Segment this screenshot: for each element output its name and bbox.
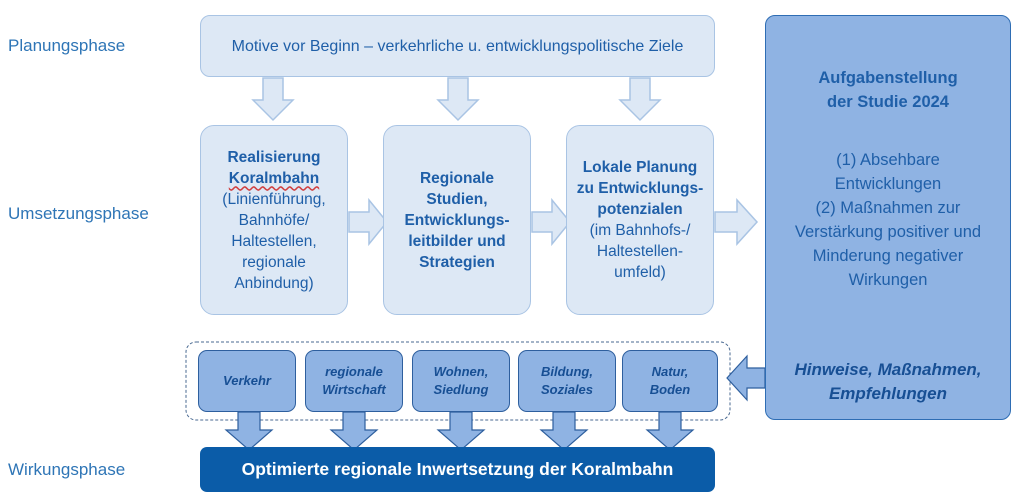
- step-local-planning: Lokale Planung zu Entwicklungs-potenzial…: [566, 125, 714, 315]
- field-verkehr: Verkehr: [198, 350, 296, 412]
- step-title: Lokale Planung zu Entwicklungs-potenzial…: [576, 159, 704, 218]
- down-arrow: [224, 411, 274, 451]
- field-label: Wohnen, Siedlung: [433, 364, 489, 397]
- down-arrow: [618, 77, 662, 122]
- study-item-2: (2) Maßnahmen zur Verstärkung positiver …: [794, 199, 982, 289]
- study-footer: Hinweise, Maßnahmen, Empfehlungen: [794, 360, 982, 403]
- study-item-1: (1) Absehbare Entwicklungen: [834, 151, 942, 193]
- field-label: Bildung, Soziales: [540, 364, 594, 397]
- phase-label-planning: Planungsphase: [8, 36, 126, 55]
- down-arrow: [329, 411, 379, 451]
- down-arrow: [539, 411, 589, 451]
- field-wirtschaft: regionale Wirtschaft: [305, 350, 403, 412]
- field-label: Verkehr: [223, 373, 271, 388]
- field-label: Natur, Boden: [649, 364, 691, 397]
- motives-box: Motive vor Beginn – verkehrliche u. entw…: [200, 15, 715, 77]
- right-arrow: [531, 197, 571, 247]
- step-detail: (Linienführung, Bahnhöfe/ Haltestellen, …: [222, 190, 326, 292]
- right-arrow: [714, 198, 759, 246]
- down-arrow: [436, 77, 480, 122]
- step-title: Regionale Studien, Entwicklungs-leitbild…: [404, 169, 510, 271]
- study-task-box: Aufgabenstellung der Studie 2024 (1) Abs…: [765, 15, 1011, 420]
- down-arrow: [251, 77, 295, 122]
- study-title: Aufgabenstellung der Studie 2024: [818, 69, 958, 111]
- down-arrow: [645, 411, 695, 451]
- phase-label-impact: Wirkungsphase: [8, 460, 126, 479]
- field-natur: Natur, Boden: [622, 350, 718, 412]
- phase-label-implementation: Umsetzungsphase: [8, 204, 149, 223]
- field-wohnen: Wohnen, Siedlung: [412, 350, 510, 412]
- step-title: Realisierung: [227, 148, 321, 166]
- step-regional-studies: Regionale Studien, Entwicklungs-leitbild…: [383, 125, 531, 315]
- motives-text: Motive vor Beginn – verkehrliche u. entw…: [231, 37, 684, 55]
- down-arrow: [436, 411, 486, 451]
- left-arrow: [726, 354, 766, 402]
- right-arrow: [348, 197, 388, 247]
- step-detail: (im Bahnhofs-/ Haltestellen-umfeld): [589, 222, 691, 281]
- field-label: regionale Wirtschaft: [322, 364, 386, 397]
- result-bar: Optimierte regionale Inwertsetzung der K…: [200, 447, 715, 492]
- result-text: Optimierte regionale Inwertsetzung der K…: [241, 459, 674, 479]
- field-bildung: Bildung, Soziales: [518, 350, 616, 412]
- step-title: Koralmbahn: [228, 169, 320, 187]
